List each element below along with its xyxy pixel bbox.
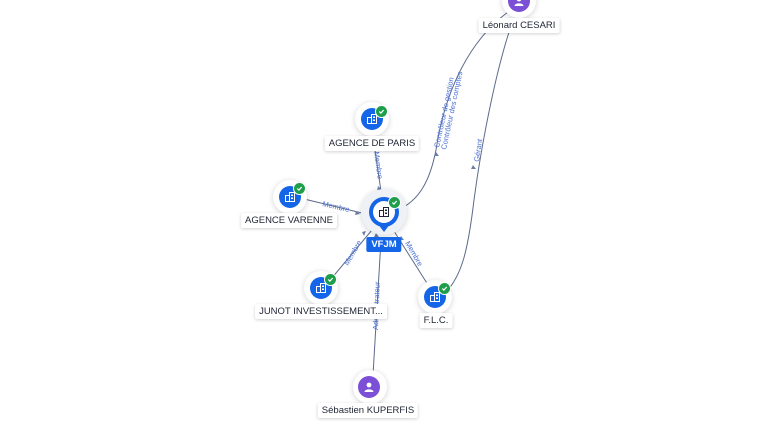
person-icon	[358, 376, 380, 398]
node-label: Léonard CESARI	[478, 18, 560, 33]
arrow-icon	[374, 233, 379, 237]
verified-check-icon	[438, 282, 451, 295]
pin-tail	[378, 224, 390, 232]
verified-check-icon	[388, 196, 401, 209]
edge-label-cesari-flc: Gérant	[472, 137, 484, 162]
edge-cesari-flc	[445, 17, 515, 293]
edge-label-paris-vfjm: Membre	[372, 151, 385, 180]
node-label: AGENCE DE PARIS	[324, 136, 420, 151]
verified-check-icon	[293, 182, 306, 195]
arrow-icon	[471, 165, 476, 169]
arrow-icon	[362, 231, 366, 236]
node-label: JUNOT INVESTISSEMENT...	[255, 304, 387, 319]
verified-check-icon	[324, 273, 337, 286]
arrow-icon	[434, 152, 439, 156]
node-label: F.L.C.	[419, 313, 453, 328]
edge-varenne-vfjm	[299, 197, 367, 215]
verified-check-icon	[375, 105, 388, 118]
arrow-icon	[355, 211, 360, 215]
node-label: AGENCE VARENNE	[241, 213, 337, 228]
edge-cesari-vfjm	[397, 11, 509, 211]
node-label: Sébastien KUPERFIS	[317, 403, 419, 418]
edge-label-junot-vfjm: Membre	[342, 239, 364, 267]
edge-label-varenne-vfjm: Membre	[322, 199, 351, 214]
person-icon	[508, 0, 530, 12]
node-label-selected: VFJM	[366, 237, 402, 252]
